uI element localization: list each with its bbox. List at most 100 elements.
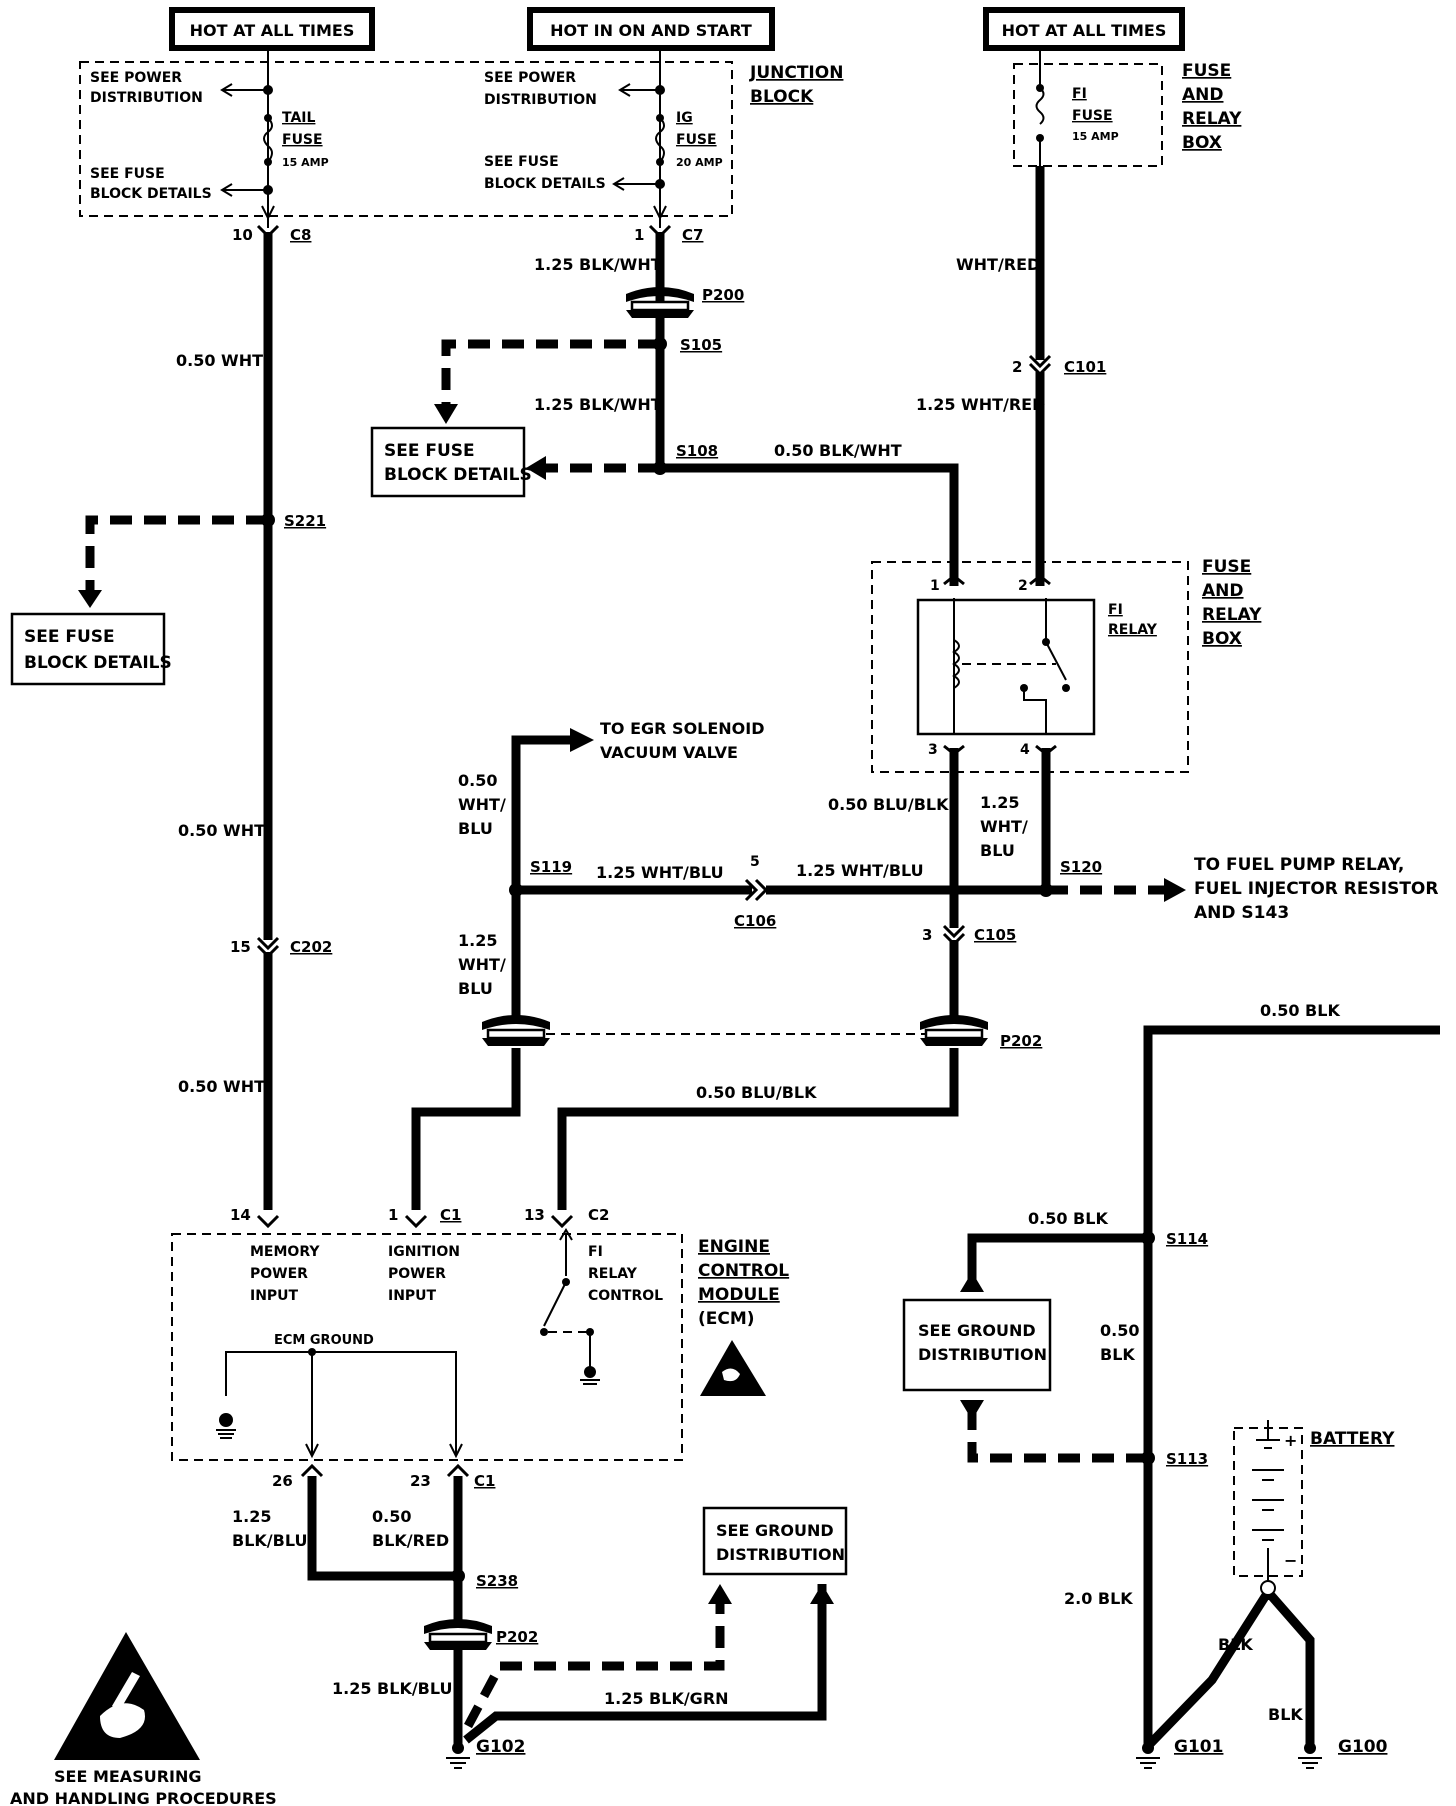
p202-bottom-label: P202	[496, 1628, 538, 1646]
ecm-pin-26: 26	[272, 1472, 293, 1490]
wire-label-w14: 0.50 WHT	[178, 1077, 265, 1096]
relay-pin-4: 4	[1020, 742, 1030, 758]
wire-050-blk-main	[1143, 1025, 1440, 1748]
wire-050-blk-wht	[660, 463, 959, 586]
ground-g102-label: G102	[476, 1737, 525, 1757]
jb-see-fuse-left-1: SEE FUSE	[90, 166, 165, 182]
relay-box	[871, 561, 1189, 773]
p200-label: P200	[702, 286, 744, 304]
see-ground-bottom-1: SEE GROUND	[716, 1521, 834, 1540]
ecm-ignition-1: IGNITION	[388, 1244, 460, 1260]
wire-050-blk-s114	[967, 1233, 1148, 1280]
tail-fuse-label-1: TAIL	[282, 110, 316, 126]
egr-ref-2: VACUUM VALVE	[600, 743, 738, 762]
ecm-ground-label: ECM GROUND	[274, 1333, 374, 1348]
fi-fuse-label-1: FI	[1072, 86, 1087, 102]
ecm-title-1: ENGINE	[698, 1237, 770, 1257]
s108-label: S108	[676, 442, 718, 460]
ground-g102-symbol	[446, 1742, 470, 1769]
wire-label-w9-2: WHT/	[980, 817, 1028, 836]
wire-label-w18-1: 0.50	[1100, 1321, 1139, 1340]
ecm-title-4: (ECM)	[698, 1309, 755, 1329]
wire-label-w24: BLK	[1218, 1635, 1253, 1654]
ecm-pin-1: 1	[388, 1206, 398, 1224]
c101-pin: 2	[1012, 358, 1022, 376]
wire-blk-g100	[1264, 1589, 1315, 1748]
ground-g101-symbol	[1136, 1742, 1160, 1769]
fi-relay-label-2: RELAY	[1108, 622, 1158, 638]
fuel-ref-2: FUEL INJECTOR RESISTOR	[1194, 879, 1438, 899]
s114-label: S114	[1166, 1230, 1208, 1248]
s113-label: S113	[1166, 1450, 1208, 1468]
wire-050-wht-blu-egr	[511, 735, 572, 890]
esd-warning-icon-large	[54, 1632, 200, 1760]
wire-label-w8: 0.50 BLU/BLK	[828, 795, 949, 814]
see-ground-box-bottom: SEE GROUND DISTRIBUTION	[702, 1506, 848, 1576]
c202-pin: 15	[230, 938, 251, 956]
wire-125-blk-blu	[307, 1476, 458, 1581]
wire-label-w4: 1.25 BLK/WHT	[534, 395, 662, 414]
ecm-pin-23: 23	[410, 1472, 431, 1490]
p202-connector-right	[920, 1015, 988, 1046]
header-left-label: HOT AT ALL TIMES	[190, 21, 355, 40]
p202-connector-left	[482, 1015, 550, 1046]
ecm-title-2: CONTROL	[698, 1261, 789, 1281]
ecm-title-3: MODULE	[698, 1285, 780, 1305]
see-fuse-left-2: BLOCK DETAILS	[24, 653, 172, 673]
wire-label-w13-3: BLU	[458, 979, 493, 998]
wire-ignition-feed	[411, 1048, 521, 1210]
wire-label-w22: 1.25 BLK/GRN	[604, 1689, 729, 1708]
battery-minus: −	[1284, 1551, 1297, 1570]
tail-fuse-amp: 15 AMP	[282, 156, 329, 169]
header-right-label: HOT AT ALL TIMES	[1002, 21, 1167, 40]
fi-fuse-symbol	[1035, 87, 1045, 125]
wire-125-blk-grn	[463, 1584, 827, 1744]
fuel-ref-1: TO FUEL PUMP RELAY,	[1194, 855, 1404, 875]
wire-label-w9-3: BLU	[980, 841, 1015, 860]
jb-see-power-left-2: DISTRIBUTION	[90, 90, 203, 106]
relay-box-title-3: RELAY	[1202, 605, 1262, 625]
see-ground-bottom-2: DISTRIBUTION	[716, 1545, 845, 1564]
see-fuse-block-box-upper: SEE FUSE BLOCK DETAILS	[370, 426, 532, 498]
c106-label: C106	[734, 912, 776, 930]
fi-fuse-box	[1013, 48, 1163, 168]
wire-label-w2: 1.25 BLK/WHT	[534, 255, 662, 274]
relay-box-title-4: BOX	[1202, 629, 1242, 649]
relay-pin-2: 2	[1018, 578, 1028, 594]
relay-pin-1: 1	[930, 578, 940, 594]
fi-fuse-box-title-3: RELAY	[1182, 109, 1242, 129]
s119-label: S119	[530, 858, 572, 876]
junction-block-title-2: BLOCK	[750, 87, 814, 107]
ecm-c2-label: C2	[588, 1206, 609, 1224]
ecm-ignition-3: INPUT	[388, 1288, 437, 1304]
fi-fuse-amp: 15 AMP	[1072, 130, 1119, 143]
ig-fuse-label-2: FUSE	[676, 132, 717, 148]
battery-plus: +	[1284, 1431, 1297, 1450]
ecm-c1b-label: C1	[474, 1472, 495, 1490]
header-right: HOT AT ALL TIMES	[983, 7, 1185, 51]
fuel-ref-3: AND S143	[1194, 903, 1289, 923]
wire-s221-branch	[85, 515, 268, 596]
see-ground-box-right: SEE GROUND DISTRIBUTION	[902, 1298, 1052, 1392]
splice-s221-dot	[261, 513, 275, 527]
tail-fuse-label-2: FUSE	[282, 132, 323, 148]
wire-s113-branch	[967, 1400, 1148, 1463]
wire-label-w15: 0.50 BLU/BLK	[696, 1083, 817, 1102]
wire-label-w6: 0.50 BLK/WHT	[774, 441, 902, 460]
c8-pin: 10	[232, 226, 253, 244]
header-middle-label: HOT IN ON AND START	[550, 21, 752, 40]
ecm-memory-1: MEMORY	[250, 1244, 320, 1260]
wire-label-w12: 1.25 WHT/BLU	[796, 861, 924, 880]
splice-s120-dot	[1039, 883, 1053, 897]
ecm-memory-2: POWER	[250, 1266, 308, 1282]
splice-s108-dot	[653, 461, 667, 475]
s120-label: S120	[1060, 858, 1102, 876]
ecm-fi-relay-2: RELAY	[588, 1266, 638, 1282]
fi-fuse-box-title-1: FUSE	[1182, 61, 1231, 81]
junction-block-title-1: JUNCTION	[749, 63, 843, 83]
ecm-pin-13: 13	[524, 1206, 545, 1224]
battery-symbol	[1233, 1420, 1303, 1596]
wire-label-w23: 2.0 BLK	[1064, 1589, 1133, 1608]
see-fuse-block-box-left: SEE FUSE BLOCK DETAILS	[10, 612, 172, 686]
relay-box-title-1: FUSE	[1202, 557, 1251, 577]
